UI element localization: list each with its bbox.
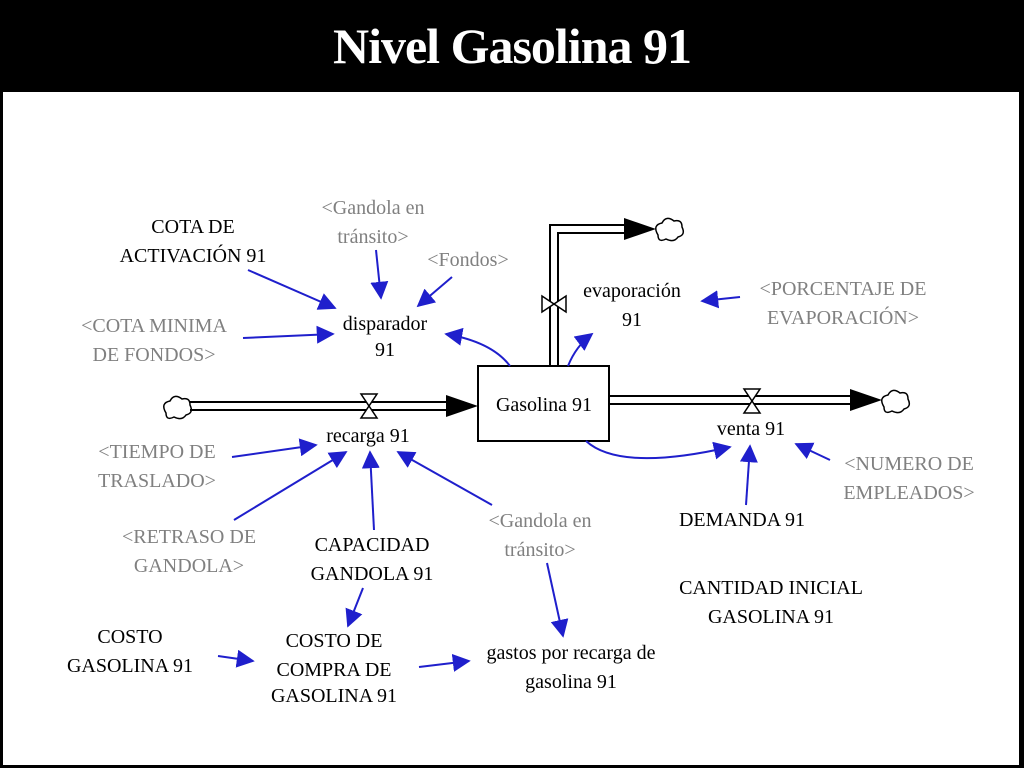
outflow-pipe-venta bbox=[609, 388, 911, 414]
var-porcentaje-evaporacion-1: <PORCENTAJE DE bbox=[760, 278, 927, 300]
var-retraso-gandola-2: GANDOLA> bbox=[134, 555, 244, 577]
var-cota-activacion-2: ACTIVACIÓN 91 bbox=[120, 243, 267, 267]
stock-box[interactable] bbox=[477, 365, 610, 442]
flow-label-recarga: recarga 91 bbox=[326, 425, 409, 447]
flow-arrowhead bbox=[850, 389, 882, 411]
flow-arrowhead bbox=[624, 218, 656, 240]
var-disparador-1: disparador bbox=[343, 313, 428, 335]
stock-flow-diagram: Gasolina 91 recarga 91 venta 91 evaporac… bbox=[67, 197, 975, 707]
link-costo-gasolina-to-costo-compra bbox=[217, 649, 255, 668]
var-numero-empleados-2: EMPLEADOS> bbox=[843, 482, 974, 504]
var-disparador-2: 91 bbox=[375, 339, 395, 361]
title-bar: Nivel Gasolina 91 bbox=[0, 0, 1024, 92]
link-demanda-to-venta bbox=[739, 444, 758, 506]
link-gandola-top-to-disparador bbox=[370, 249, 389, 300]
var-cota-activacion-1: COTA DE bbox=[151, 216, 234, 238]
var-capacidad-gandola-2: GANDOLA 91 bbox=[311, 563, 434, 585]
flow-label-evaporacion-2: 91 bbox=[622, 309, 642, 331]
link-gandola-bottom-to-gastos bbox=[546, 562, 569, 638]
outflow-pipe-evaporacion bbox=[541, 217, 685, 366]
var-cota-minima-2: DE FONDOS> bbox=[93, 344, 216, 366]
cloud-sink-icon bbox=[881, 389, 911, 414]
var-gastos-recarga-1: gastos por recarga de bbox=[486, 642, 655, 664]
var-cantidad-inicial-2: GASOLINA 91 bbox=[708, 606, 834, 628]
var-capacidad-gandola-1: CAPACIDAD bbox=[315, 534, 430, 556]
link-stock-to-evaporacion bbox=[567, 332, 594, 367]
valve-icon[interactable] bbox=[541, 294, 567, 314]
diagram-canvas: Gasolina 91 recarga 91 venta 91 evaporac… bbox=[3, 92, 1019, 765]
link-cota-minima-to-disparador bbox=[242, 325, 335, 344]
inflow-pipe-recarga bbox=[163, 393, 478, 420]
link-fondos-to-disparador bbox=[416, 276, 453, 308]
var-gandola-transito-bottom-1: <Gandola en bbox=[489, 510, 592, 532]
var-costo-gasolina-2: GASOLINA 91 bbox=[67, 655, 193, 677]
causal-links bbox=[217, 249, 831, 672]
var-cantidad-inicial-1: CANTIDAD INICIAL bbox=[679, 577, 863, 599]
var-retraso-gandola-1: <RETRASO DE bbox=[122, 526, 256, 548]
link-capacidad-to-recarga bbox=[361, 450, 380, 531]
link-stock-to-venta bbox=[585, 440, 732, 460]
var-costo-compra-1: COSTO DE bbox=[286, 630, 383, 652]
page-title: Nivel Gasolina 91 bbox=[332, 18, 692, 74]
var-gandola-transito-top-2: tránsito> bbox=[337, 226, 408, 248]
var-gastos-recarga-2: gasolina 91 bbox=[525, 671, 617, 693]
var-cota-minima-1: <COTA MINIMA bbox=[81, 315, 227, 337]
link-numero-empleados-to-venta bbox=[794, 442, 831, 461]
var-numero-empleados-1: <NUMERO DE bbox=[844, 453, 974, 475]
flow-label-venta: venta 91 bbox=[717, 418, 785, 440]
var-tiempo-traslado-1: <TIEMPO DE bbox=[98, 441, 215, 463]
var-gandola-transito-bottom-2: tránsito> bbox=[504, 539, 575, 561]
var-costo-gasolina-1: COSTO bbox=[97, 626, 162, 648]
link-retraso-to-recarga bbox=[233, 451, 348, 521]
var-costo-compra-2: COMPRA DE bbox=[276, 659, 391, 681]
stock-label: Gasolina 91 bbox=[496, 394, 592, 416]
link-gandola-bottom-to-recarga bbox=[396, 451, 493, 506]
var-porcentaje-evaporacion-2: EVAPORACIÓN> bbox=[767, 305, 919, 329]
var-costo-compra-3: GASOLINA 91 bbox=[271, 685, 397, 707]
link-porcentaje-to-evaporacion bbox=[700, 290, 741, 309]
var-tiempo-traslado-2: TRASLADO> bbox=[98, 470, 216, 492]
flow-label-evaporacion-1: evaporación bbox=[583, 280, 681, 302]
link-capacidad-to-costo-compra bbox=[345, 587, 364, 628]
var-gandola-transito-top-1: <Gandola en bbox=[322, 197, 425, 219]
link-cota-activacion-to-disparador bbox=[247, 269, 337, 310]
link-costo-compra-to-gastos bbox=[418, 653, 471, 672]
link-stock-to-disparador bbox=[444, 327, 511, 367]
cloud-source-icon bbox=[163, 395, 193, 420]
var-demanda: DEMANDA 91 bbox=[679, 509, 805, 531]
cloud-sink-icon bbox=[655, 217, 685, 242]
var-fondos: <Fondos> bbox=[427, 249, 508, 271]
flow-arrowhead bbox=[446, 395, 478, 417]
link-tiempo-to-recarga bbox=[231, 438, 318, 458]
valve-icon[interactable] bbox=[742, 388, 762, 414]
valve-icon[interactable] bbox=[359, 393, 379, 419]
